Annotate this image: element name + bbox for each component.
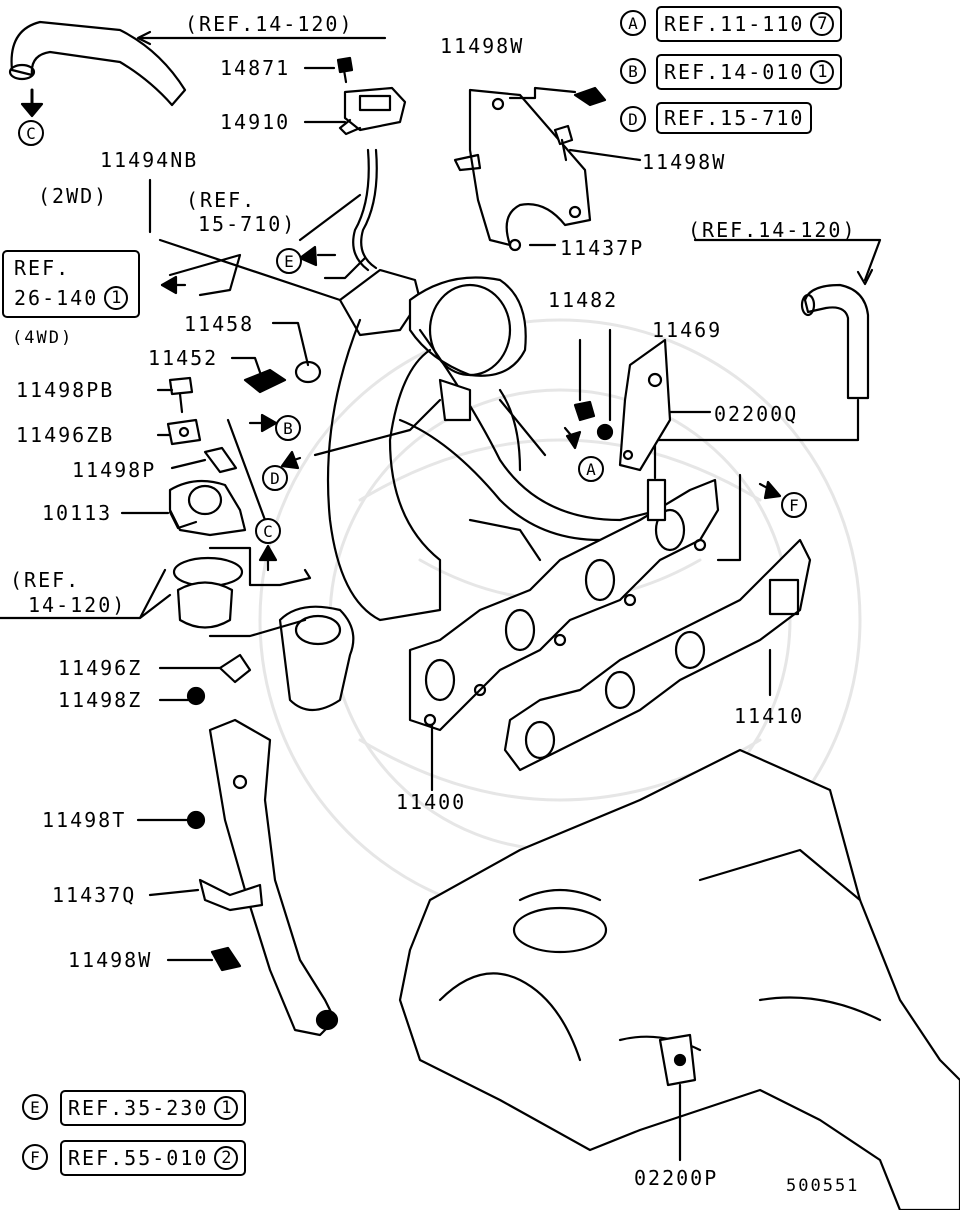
part-14910: 14910 [220,110,291,134]
ref-text: REF.11-110 [664,12,805,36]
label-4wd: (4WD) [12,328,74,348]
ref-15-710-1: (REF. [186,188,257,212]
ref-page-circle: 2 [214,1146,239,1170]
part-11498P: 11498P [72,458,157,482]
part-11498T: 11498T [42,808,127,832]
bracket-11437P [453,88,592,252]
ref-text: REF.15-710 [664,106,805,130]
bracket-11496ZB [166,418,202,446]
ref-14-120-left-2: 14-120) [28,593,127,617]
nut-11498T [186,810,206,830]
part-11452: 11452 [148,346,219,370]
part-11469: 11469 [652,318,723,342]
hose-top-left [8,20,387,107]
callout-E-icon: E [22,1094,48,1120]
callout-F-icon: F [22,1144,48,1170]
part-11437Q: 11437Q [52,883,137,907]
ref-line-2: 26-140 [14,286,99,310]
part-11458: 11458 [184,312,255,336]
callout-B-icon: B [620,58,646,84]
nut-11482 [573,400,596,422]
part-11498Z: 11498Z [58,688,143,712]
ref-page-circle: 1 [104,286,129,310]
part-02200P: 02200P [634,1166,719,1190]
part-11400: 11400 [396,790,467,814]
label-2wd: (2WD) [38,184,109,208]
part-11494NB: 11494NB [100,148,199,172]
hose-top-right [800,283,870,400]
part-11498PB: 11498PB [16,378,115,402]
bolt-11498W-lower [210,946,242,972]
thermostat-parts [172,556,244,629]
housing-10113 [168,479,247,537]
callout-A-icon-diagram: A [578,456,604,482]
gasket-11410 [503,538,812,772]
nut-11498Z [186,686,206,706]
callout-E-icon-diagram: E [276,248,302,274]
engine-block [398,748,960,1210]
diagram-number: 500551 [786,1176,860,1196]
bolt-11498P [203,446,238,474]
part-11496Z: 11496Z [58,656,143,680]
ref-box-D[interactable]: REF.15-710 [656,102,813,134]
callout-D-icon-diagram: D [262,465,288,491]
part-14871: 14871 [220,56,291,80]
ref-page-circle: 1 [810,60,835,84]
bolt-14871 [336,56,354,84]
part-11437P: 11437P [560,236,645,260]
callout-B-icon-diagram: B [275,415,301,441]
callout-A-icon: A [620,10,646,36]
ref-14-120-left-1: (REF. [10,568,81,592]
part-02200Q: 02200Q [714,402,799,426]
bracket-11496Z [218,653,252,684]
callout-F-icon-diagram: F [781,492,807,518]
ref-page-circle: 1 [214,1096,239,1120]
ref-15-710-2: 15-710) [198,212,297,236]
manifold-flange-11400 [408,478,720,732]
bolt-11498PB [168,376,194,414]
ref-14-120-top: (REF.14-120) [185,12,354,36]
part-11498W-c: 11498W [68,948,153,972]
ref-text: REF.35-230 [68,1096,209,1120]
heat-shield-11437Q [198,718,339,1037]
ref-14-120-right: (REF.14-120) [688,218,857,242]
part-11498W-a: 11498W [440,34,525,58]
ref-line-1: REF. [14,256,71,280]
ref-text: REF.55-010 [68,1146,209,1170]
sensor-14910 [338,86,407,136]
part-11496ZB: 11496ZB [16,423,115,447]
callout-C-top-icon: C [18,120,44,146]
part-11498W-b: 11498W [642,150,727,174]
part-11482: 11482 [548,288,619,312]
part-10113: 10113 [42,501,113,525]
sensor-11452 [243,368,287,394]
ref-text: REF.14-010 [664,60,805,84]
part-11410: 11410 [734,704,805,728]
washer-11469 [596,423,614,441]
callout-D-icon: D [620,106,646,132]
ref-page-circle: 7 [810,12,835,36]
exhaust-manifold-body [326,268,702,622]
plate-02200Q [618,338,672,472]
callout-C-icon-diagram: C [255,518,281,544]
